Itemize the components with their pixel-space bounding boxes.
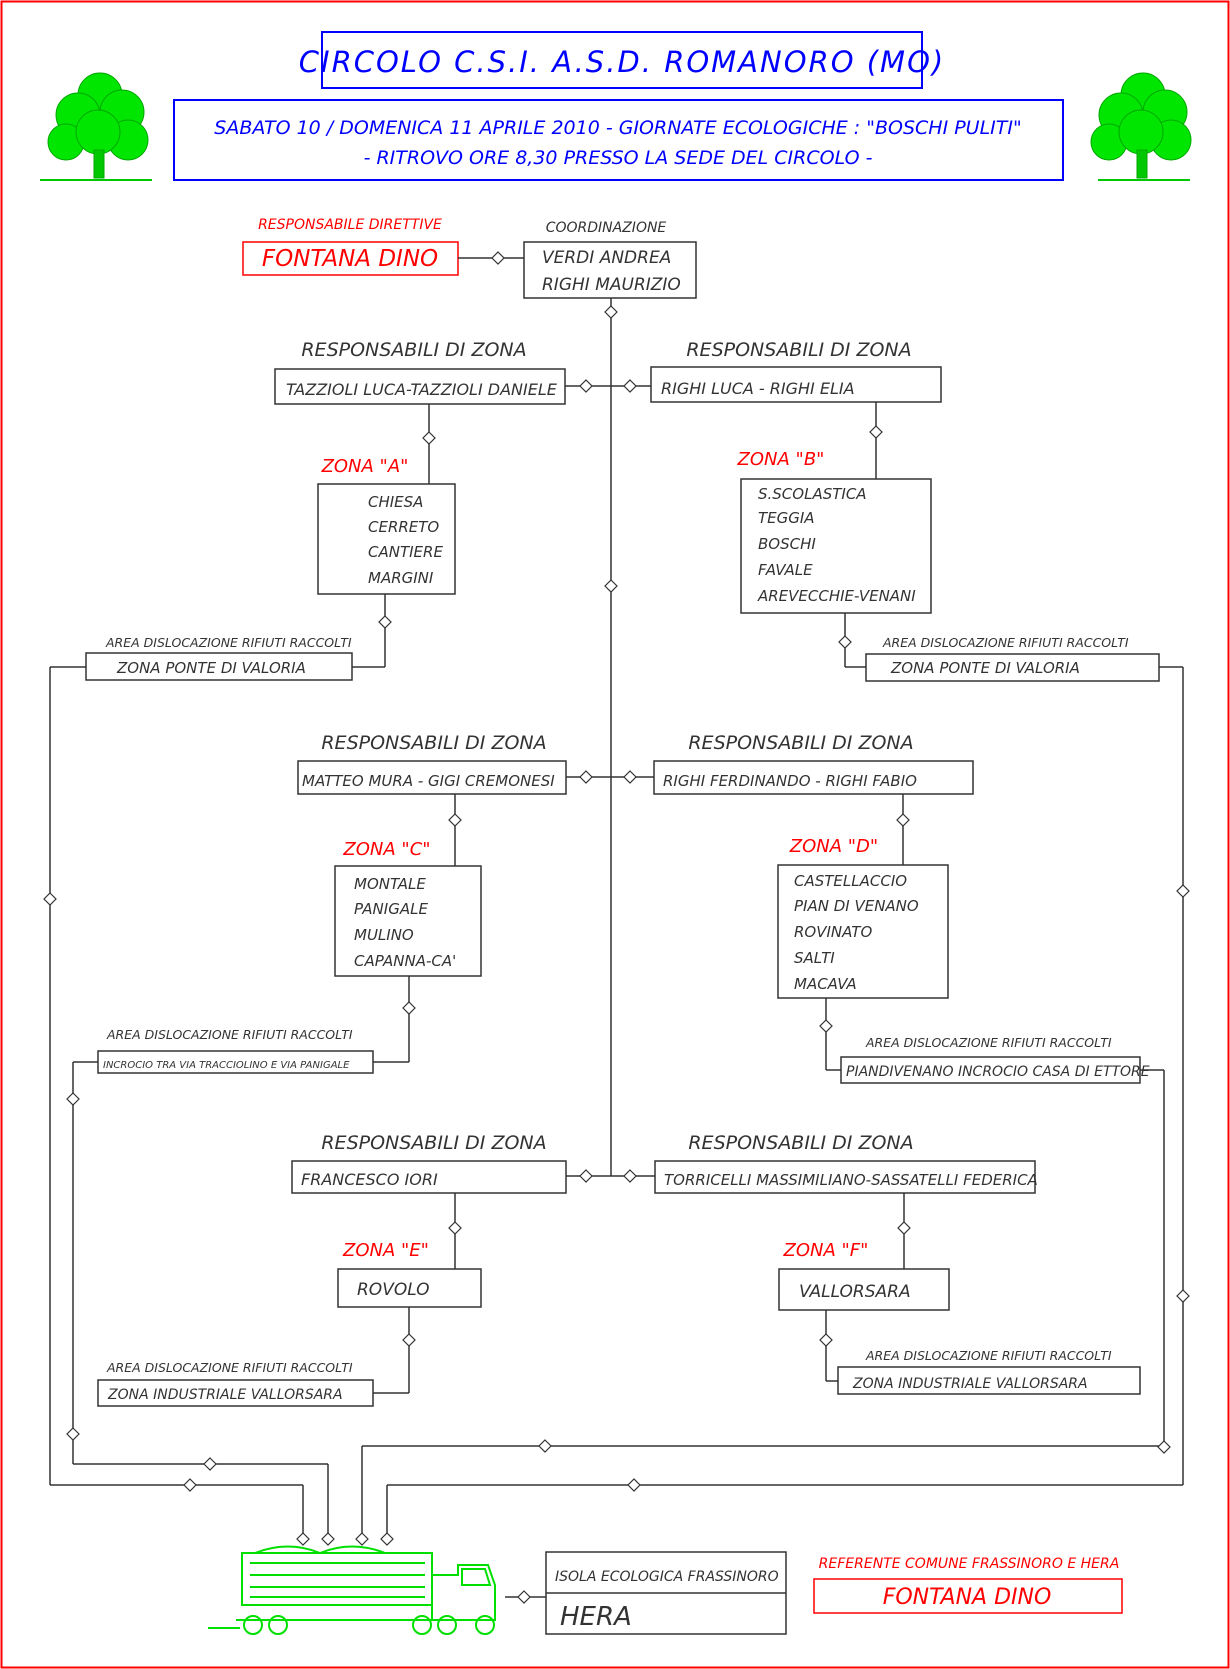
zone-e-resp-label: RESPONSABILI DI ZONA (321, 1132, 546, 1154)
zone-b-label: ZONA "B" (737, 449, 825, 470)
zone-a-place: CERRETO (368, 518, 439, 536)
zone-c-place: CAPANNA-CA' (354, 952, 456, 970)
zone-e-resp-names: FRANCESCO IORI (301, 1170, 438, 1189)
coordination-label: COORDINAZIONE (546, 220, 667, 236)
isola-label: ISOLA ECOLOGICA FRASSINORO (555, 1569, 779, 1585)
coordination-name-1: VERDI ANDREA (542, 248, 671, 268)
coordination-name-2: RIGHI MAURIZIO (542, 275, 681, 295)
zone-f-resp-label: RESPONSABILI DI ZONA (688, 1132, 913, 1154)
zone-c-label: ZONA "C" (342, 839, 430, 860)
connector-lines (49, 257, 1184, 1598)
zone-f-resp-box (654, 1160, 1036, 1194)
zone-a-resp-names: TAZZIOLI LUCA-TAZZIOLI DANIELE (286, 380, 558, 399)
zone-a-label: ZONA "A" (321, 456, 409, 477)
zone-d-place: MACAVA (794, 975, 857, 993)
zone-a-place: CHIESA (368, 493, 423, 511)
event-line-2: - RITROVO ORE 8,30 PRESSO LA SEDE DEL CI… (364, 147, 873, 169)
zone-c-place: PANIGALE (354, 900, 428, 918)
zone-f-resp-names: TORRICELLI MASSIMILIANO-SASSATELLI FEDER… (664, 1171, 1038, 1189)
zone-d-place: PIAN DI VENANO (794, 897, 919, 915)
referente-box (813, 1578, 1123, 1614)
zone-d-places-box (777, 864, 949, 999)
zone-d-resp-names: RIGHI FERDINANDO - RIGHI FABIO (663, 772, 917, 790)
zone-f-place: VALLORSARA (799, 1282, 911, 1302)
title: CIRCOLO C.S.I. A.S.D. ROMANORO (MO) (299, 45, 945, 79)
zone-c-resp-label: RESPONSABILI DI ZONA (321, 732, 546, 754)
zone-d-label: ZONA "D" (789, 836, 878, 857)
directives-label: RESPONSABILE DIRETTIVE (258, 217, 442, 233)
zone-b-area-label: AREA DISLOCAZIONE RIFIUTI RACCOLTI (882, 635, 1129, 650)
zone-c-place: MULINO (354, 926, 414, 944)
zone-b-place: S.SCOLASTICA (758, 485, 867, 503)
zone-b-resp-names: RIGHI LUCA - RIGHI ELIA (661, 379, 855, 398)
zone-c-area-label: AREA DISLOCAZIONE RIFIUTI RACCOLTI (106, 1027, 353, 1042)
zone-b-place: AREVECCHIE-VENANI (757, 587, 916, 605)
zone-c-resp-names: MATTEO MURA - GIGI CREMONESI (302, 772, 555, 790)
event-box (173, 99, 1064, 181)
zone-d-place: CASTELLACCIO (794, 872, 907, 890)
zone-b-places-box (740, 478, 932, 614)
connector-markers (43, 251, 1190, 1604)
zone-a-place: MARGINI (368, 569, 434, 587)
directives-name: FONTANA DINO (262, 246, 438, 272)
zone-e-label: ZONA "E" (342, 1240, 429, 1261)
zone-e-area: ZONA INDUSTRIALE VALLORSARA (107, 1387, 343, 1403)
zone-e-place: ROVOLO (357, 1280, 430, 1300)
zone-e-resp-box (291, 1160, 567, 1194)
zone-b-place: TEGGIA (758, 509, 815, 527)
tree-icon-right (1090, 72, 1192, 181)
zone-f-area: ZONA INDUSTRIALE VALLORSARA (852, 1376, 1088, 1392)
zone-a-area-label: AREA DISLOCAZIONE RIFIUTI RACCOLTI (105, 635, 352, 650)
coordination-box (523, 241, 697, 299)
zone-a-place: CANTIERE (368, 543, 443, 561)
referente-label: REFERENTE COMUNE FRASSINORO E HERA (819, 1556, 1120, 1572)
zone-b-resp-label: RESPONSABILI DI ZONA (686, 339, 911, 361)
zone-d-area: PIANDIVENANO INCROCIO CASA DI ETTORE (846, 1064, 1150, 1080)
zone-d-place: SALTI (794, 949, 835, 967)
zone-b-place: FAVALE (758, 561, 813, 579)
zone-a-resp-label: RESPONSABILI DI ZONA (301, 339, 526, 361)
zone-a-places-box (317, 483, 456, 595)
isola-name: HERA (560, 1602, 632, 1632)
zone-f-places-box (778, 1268, 950, 1311)
zone-a-area: ZONA PONTE DI VALORIA (116, 659, 306, 677)
zone-d-area-label: AREA DISLOCAZIONE RIFIUTI RACCOLTI (865, 1035, 1112, 1050)
tree-icon-left (40, 72, 152, 181)
zone-b-place: BOSCHI (758, 535, 816, 553)
title-box (321, 31, 923, 89)
zone-c-area: INCROCIO TRA VIA TRACCIOLINO E VIA PANIG… (103, 1060, 350, 1071)
referente-name: FONTANA DINO (883, 1585, 1052, 1610)
zone-b-resp-box (650, 366, 942, 403)
zone-c-places-box (334, 865, 482, 977)
zone-f-label: ZONA "F" (783, 1240, 869, 1261)
zone-e-area-label: AREA DISLOCAZIONE RIFIUTI RACCOLTI (106, 1360, 353, 1375)
zone-f-area-label: AREA DISLOCAZIONE RIFIUTI RACCOLTI (865, 1348, 1112, 1363)
zone-d-place: ROVINATO (794, 923, 872, 941)
zone-c-place: MONTALE (354, 875, 426, 893)
zone-b-area: ZONA PONTE DI VALORIA (890, 659, 1080, 677)
event-line-1: SABATO 10 / DOMENICA 11 APRILE 2010 - GI… (214, 117, 1021, 139)
zone-d-resp-label: RESPONSABILI DI ZONA (688, 732, 913, 754)
truck-icon (208, 1545, 496, 1635)
